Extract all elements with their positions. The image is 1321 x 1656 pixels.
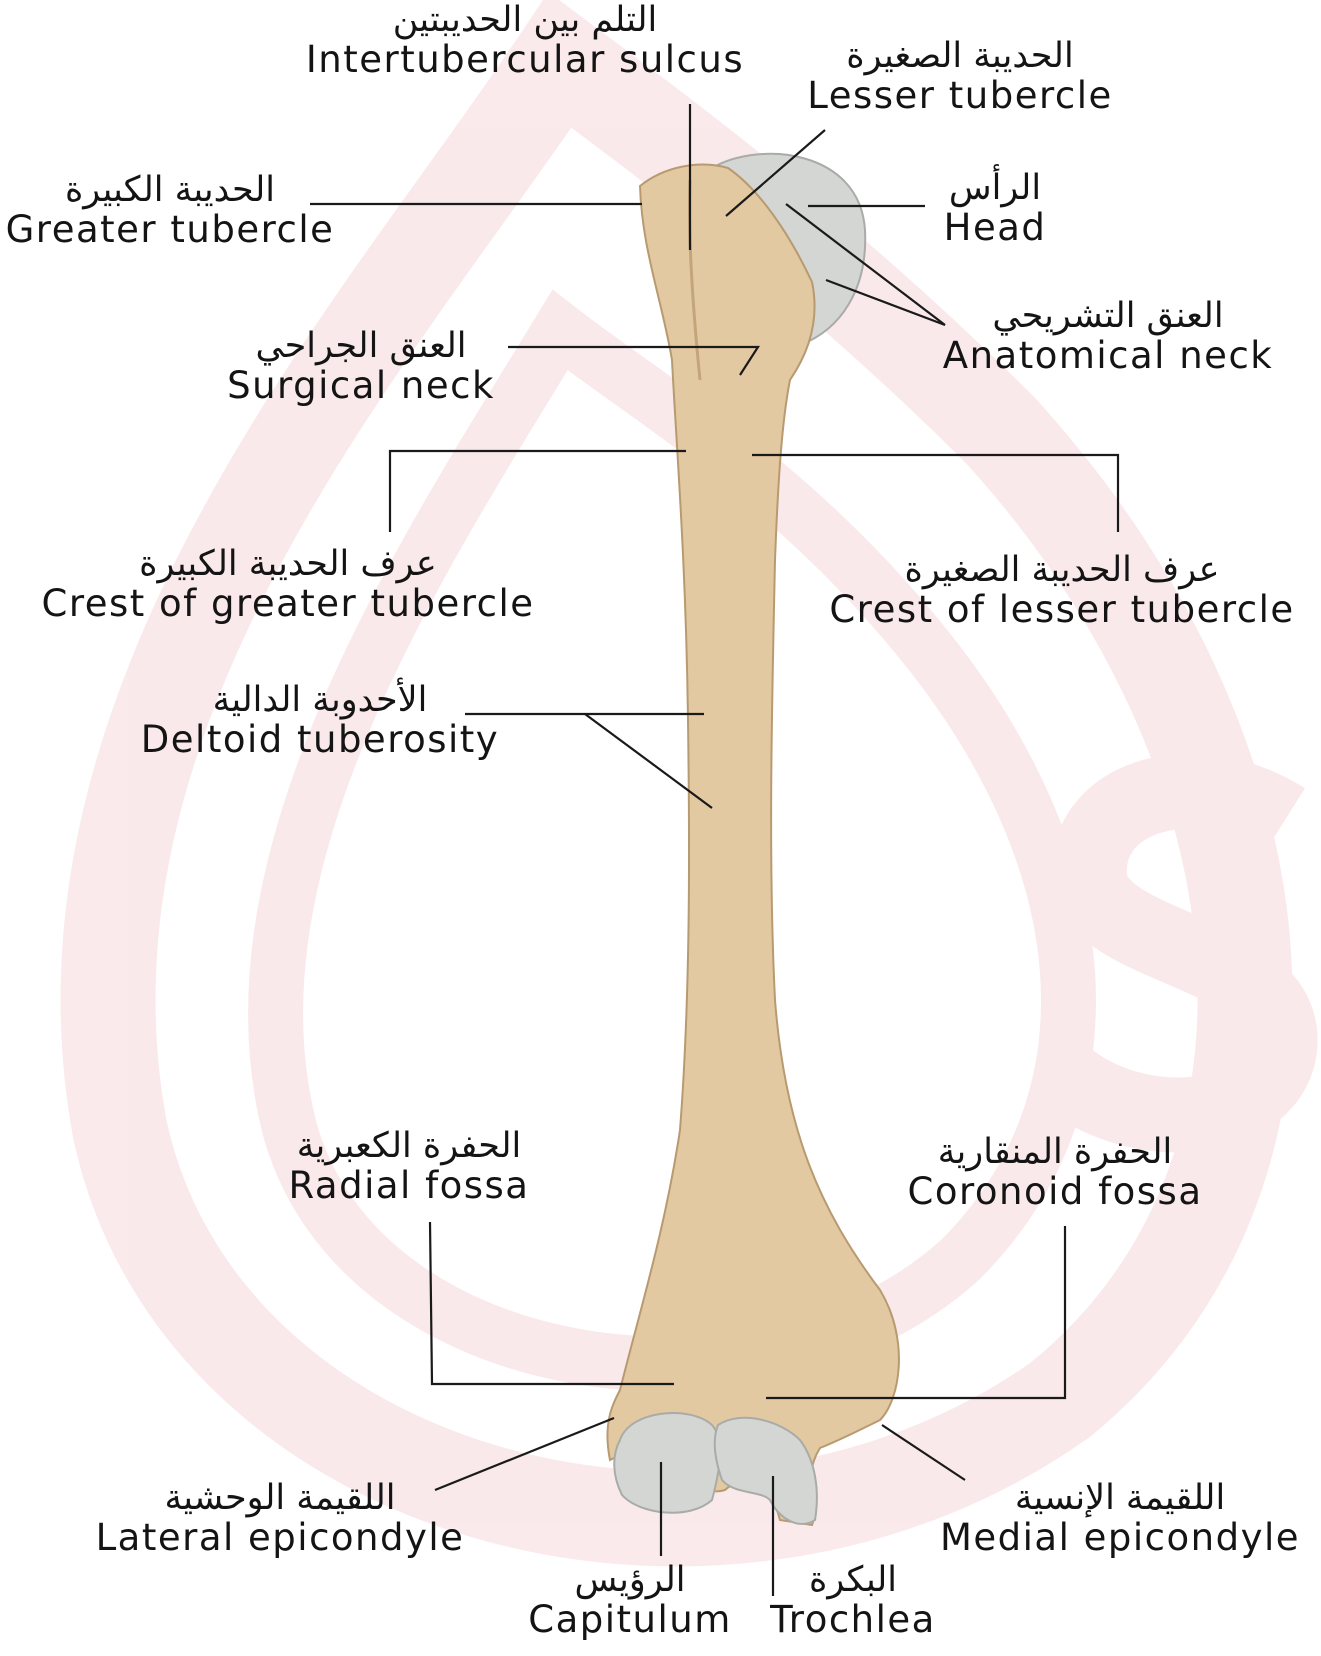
label-coronoid-fossa: الحفرة المنقارية Coronoid fossa [905,1134,1205,1212]
label-medial-epicondyle-english: Medial epicondyle [925,1518,1315,1558]
label-coronoid-fossa-english: Coronoid fossa [905,1172,1205,1212]
label-deltoid-tuberosity: الأحدوبة الدالية Deltoid tuberosity [130,682,510,760]
label-anatomical-neck-english: Anatomical neck [938,336,1278,376]
label-crest-lesser-tubercle: عرف الحديبة الصغيرة Crest of lesser tube… [812,552,1312,630]
label-surgical-neck: العنق الجراحي Surgical neck [220,328,502,406]
label-trochlea-arabic: البكرة [760,1562,946,1600]
label-capitulum-english: Capitulum [520,1600,740,1640]
label-coronoid-fossa-arabic: الحفرة المنقارية [905,1134,1205,1172]
label-anatomical-neck-arabic: العنق التشريحي [938,298,1278,336]
label-intertubercular-sulcus-arabic: التلم بين الحديبتين [300,2,750,40]
label-capitulum: الرؤيس Capitulum [520,1562,740,1640]
label-intertubercular-sulcus: التلم بين الحديبتين Intertubercular sulc… [300,2,750,80]
label-lateral-epicondyle-english: Lateral epicondyle [90,1518,470,1558]
label-crest-lesser-tubercle-english: Crest of lesser tubercle [812,590,1312,630]
label-greater-tubercle-arabic: الحديبة الكبيرة [2,172,338,210]
label-radial-fossa-english: Radial fossa [272,1166,546,1206]
label-medial-epicondyle-arabic: اللقيمة الإنسية [925,1480,1315,1518]
label-intertubercular-sulcus-english: Intertubercular sulcus [300,40,750,80]
label-head-english: Head [935,208,1055,248]
label-greater-tubercle-english: Greater tubercle [2,210,338,250]
humerus-bone [607,154,898,1525]
label-head: الرأس Head [935,170,1055,248]
label-lesser-tubercle-english: Lesser tubercle [800,76,1120,116]
label-lateral-epicondyle: اللقيمة الوحشية Lateral epicondyle [90,1480,470,1558]
label-surgical-neck-english: Surgical neck [220,366,502,406]
label-lesser-tubercle-arabic: الحديبة الصغيرة [800,38,1120,76]
label-crest-greater-tubercle: عرف الحديبة الكبيرة Crest of greater tub… [38,546,538,624]
label-medial-epicondyle: اللقيمة الإنسية Medial epicondyle [925,1480,1315,1558]
label-deltoid-tuberosity-arabic: الأحدوبة الدالية [130,682,510,720]
label-deltoid-tuberosity-english: Deltoid tuberosity [130,720,510,760]
label-lateral-epicondyle-arabic: اللقيمة الوحشية [90,1480,470,1518]
label-anatomical-neck: العنق التشريحي Anatomical neck [938,298,1278,376]
label-lesser-tubercle: الحديبة الصغيرة Lesser tubercle [800,38,1120,116]
label-capitulum-arabic: الرؤيس [520,1562,740,1600]
label-crest-greater-tubercle-english: Crest of greater tubercle [38,584,538,624]
capitulum-cartilage [614,1413,720,1513]
label-trochlea: البكرة Trochlea [760,1562,946,1640]
label-crest-greater-tubercle-arabic: عرف الحديبة الكبيرة [38,546,538,584]
label-trochlea-english: Trochlea [760,1600,946,1640]
label-radial-fossa-arabic: الحفرة الكعبرية [272,1128,546,1166]
label-radial-fossa: الحفرة الكعبرية Radial fossa [272,1128,546,1206]
label-head-arabic: الرأس [935,170,1055,208]
label-crest-lesser-tubercle-arabic: عرف الحديبة الصغيرة [812,552,1312,590]
label-greater-tubercle: الحديبة الكبيرة Greater tubercle [2,172,338,250]
label-surgical-neck-arabic: العنق الجراحي [220,328,502,366]
